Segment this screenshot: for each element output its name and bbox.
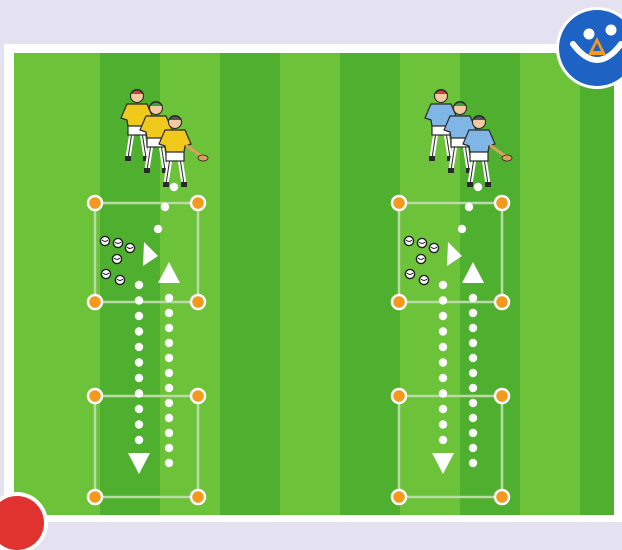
path-dot xyxy=(439,389,447,397)
path-dot xyxy=(135,312,143,320)
path-dot xyxy=(439,358,447,366)
cone-marker xyxy=(495,196,509,210)
sliotar-ball-icon xyxy=(429,243,438,252)
pitch-stripe xyxy=(40,53,100,515)
path-dot xyxy=(469,444,477,452)
cone-marker xyxy=(392,389,406,403)
path-dot xyxy=(469,459,477,467)
path-dot xyxy=(165,414,173,422)
path-dot xyxy=(439,296,447,304)
gaa-logo-icon xyxy=(559,10,622,86)
path-dot xyxy=(469,384,477,392)
cone-marker xyxy=(495,490,509,504)
sliotar-ball-icon xyxy=(115,275,124,284)
cone-marker xyxy=(191,295,205,309)
path-dot xyxy=(439,281,447,289)
sliotar-ball-icon xyxy=(101,269,110,278)
cone-marker xyxy=(88,295,102,309)
cone-marker xyxy=(88,389,102,403)
path-dot xyxy=(469,369,477,377)
path-dot xyxy=(135,343,143,351)
cone-marker xyxy=(495,295,509,309)
path-dot xyxy=(170,183,178,191)
pitch-stripe xyxy=(520,53,580,515)
cone-marker xyxy=(392,295,406,309)
path-dot xyxy=(135,436,143,444)
path-dot xyxy=(469,339,477,347)
sliotar-ball-icon xyxy=(112,254,121,263)
cone-marker xyxy=(191,389,205,403)
pitch-stripe xyxy=(580,53,622,515)
cone-marker xyxy=(191,196,205,210)
sliotar-ball-icon xyxy=(125,243,134,252)
sliotar-ball-icon xyxy=(405,269,414,278)
path-dot xyxy=(439,374,447,382)
drill-diagram xyxy=(0,0,622,522)
path-dot xyxy=(439,405,447,413)
cone-marker xyxy=(88,196,102,210)
path-dot xyxy=(165,459,173,467)
path-dot xyxy=(135,281,143,289)
cone-marker xyxy=(88,490,102,504)
path-dot xyxy=(165,309,173,317)
sliotar-ball-icon xyxy=(419,275,428,284)
path-dot xyxy=(469,294,477,302)
path-dot xyxy=(165,369,173,377)
path-dot xyxy=(439,436,447,444)
sliotar-ball-icon xyxy=(416,254,425,263)
path-dot xyxy=(474,183,482,191)
path-dot xyxy=(135,420,143,428)
path-dot xyxy=(439,343,447,351)
cone-marker xyxy=(191,490,205,504)
path-dot xyxy=(165,339,173,347)
path-dot xyxy=(135,358,143,366)
path-dot xyxy=(135,296,143,304)
path-dot xyxy=(165,324,173,332)
pitch-stripe xyxy=(340,53,400,515)
path-dot xyxy=(469,309,477,317)
path-dot xyxy=(458,225,466,233)
cone-marker xyxy=(392,490,406,504)
path-dot xyxy=(165,294,173,302)
path-dot xyxy=(469,354,477,362)
path-dot xyxy=(135,389,143,397)
path-dot xyxy=(165,399,173,407)
path-dot xyxy=(135,327,143,335)
path-dot xyxy=(165,354,173,362)
path-dot xyxy=(165,444,173,452)
path-dot xyxy=(469,399,477,407)
path-dot xyxy=(439,327,447,335)
sliotar-ball-icon xyxy=(113,238,122,247)
path-dot xyxy=(469,414,477,422)
path-dot xyxy=(154,225,162,233)
path-dot xyxy=(135,374,143,382)
path-dot xyxy=(135,405,143,413)
sliotar-ball-icon xyxy=(404,236,413,245)
path-dot xyxy=(439,420,447,428)
path-dot xyxy=(439,312,447,320)
cone-marker xyxy=(392,196,406,210)
path-dot xyxy=(165,429,173,437)
sliotar-ball-icon xyxy=(417,238,426,247)
path-dot xyxy=(165,384,173,392)
pitch xyxy=(0,0,622,522)
pitch-stripe xyxy=(220,53,280,515)
sliotar-ball-icon xyxy=(100,236,109,245)
path-dot xyxy=(469,429,477,437)
cone-marker xyxy=(495,389,509,403)
path-dot xyxy=(161,203,169,211)
path-dot xyxy=(465,203,473,211)
pitch-stripe xyxy=(280,53,340,515)
path-dot xyxy=(469,324,477,332)
